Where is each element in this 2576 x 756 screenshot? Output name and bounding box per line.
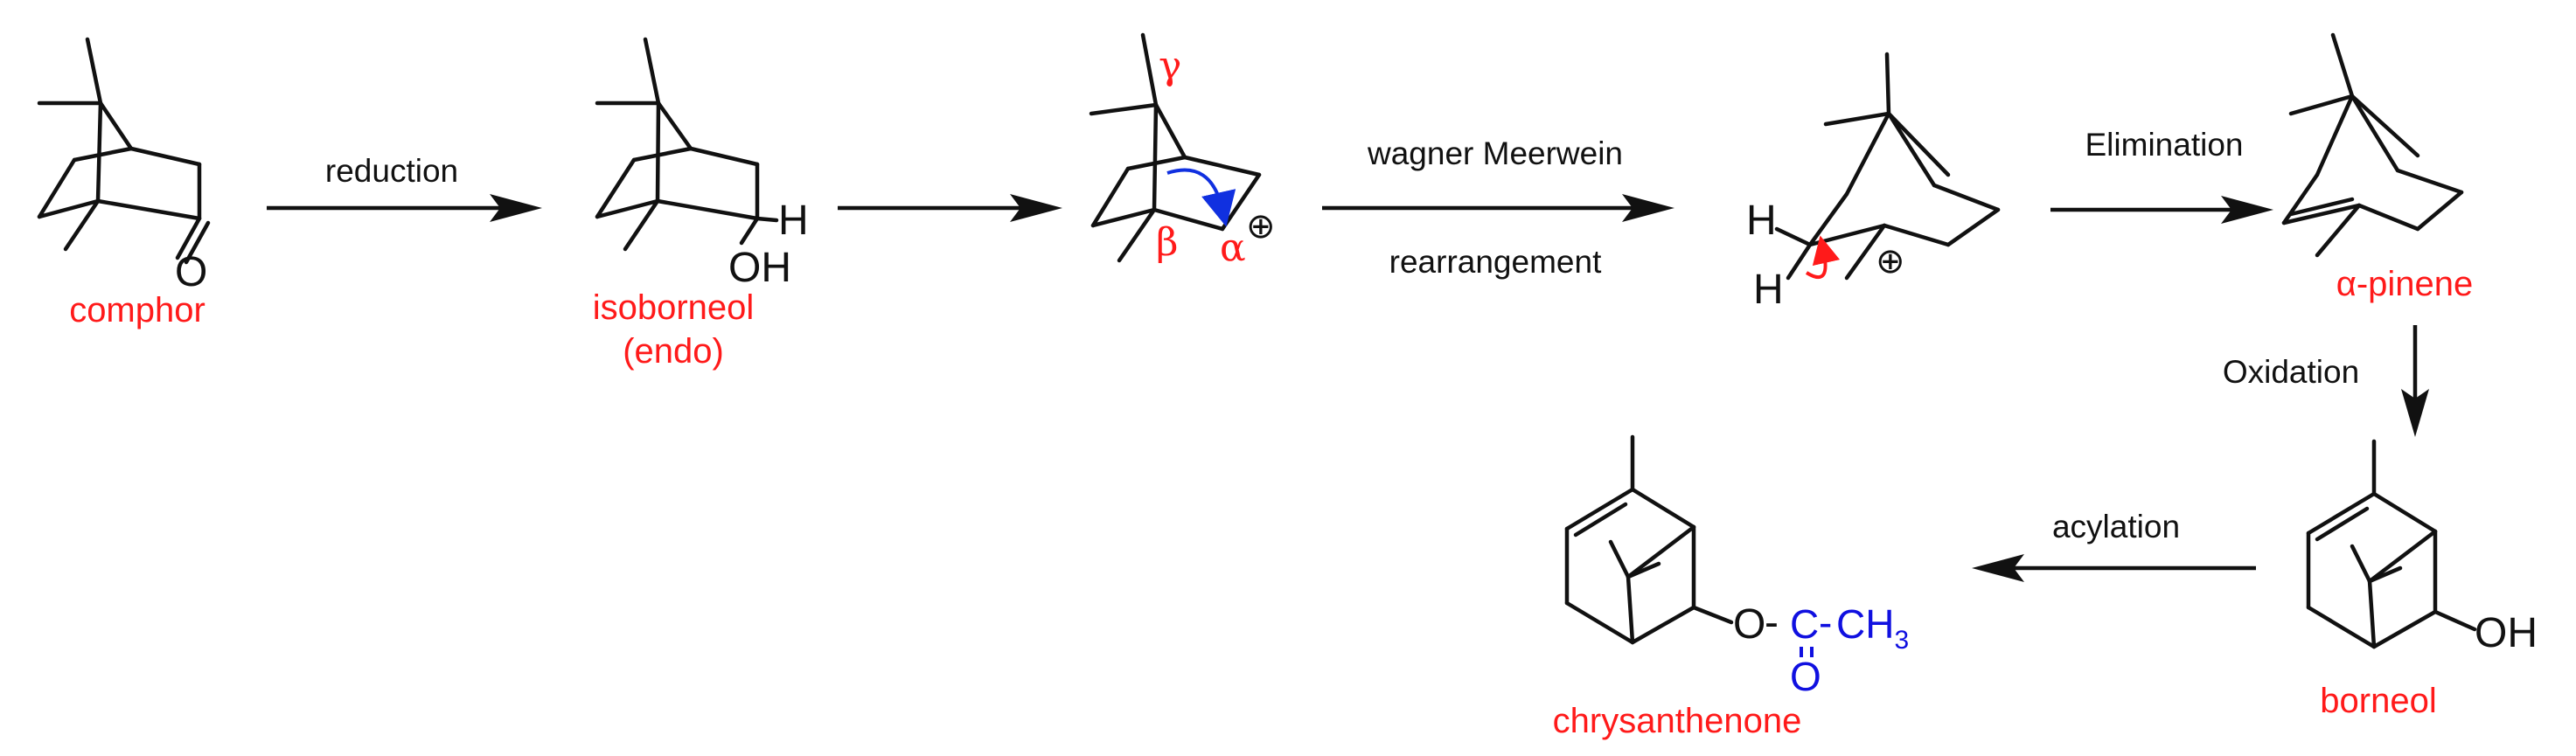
methyl-label: CH3 xyxy=(1836,601,1909,655)
carbocation-2-h2-label: H xyxy=(1753,267,1784,313)
isoborneol-h-label: H xyxy=(778,198,809,244)
carbocation-1-structure: γ β α ⊕ xyxy=(1089,32,1276,270)
step2-arrow xyxy=(838,194,1062,222)
carbonyl-o-label-blue: O xyxy=(1790,654,1821,699)
acyl-c-label: C xyxy=(1790,601,1819,647)
borneol-structure: OH borneol xyxy=(2306,439,2538,720)
alpha-label: α xyxy=(1220,225,1246,270)
oxidation-label: Oxidation xyxy=(2223,354,2359,390)
acylation-label: acylation xyxy=(2052,509,2180,544)
oxidation-arrow: Oxidation xyxy=(2223,325,2429,437)
methyl-subscript: 3 xyxy=(1894,626,1909,655)
reduction-arrow: reduction xyxy=(267,153,542,222)
camphor-structure: O comphor xyxy=(37,37,211,329)
borneol-oh-label: OH xyxy=(2475,610,2538,656)
ester-dash-2: - xyxy=(1819,600,1832,645)
isoborneol-name-endo: (endo) xyxy=(623,332,724,371)
borneol-name: borneol xyxy=(2320,682,2436,720)
elimination-arrow: Elimination xyxy=(2050,127,2273,224)
isoborneol-name: isoborneol xyxy=(593,288,755,327)
acylation-arrow: acylation xyxy=(1972,509,2256,582)
isoborneol-oh-label: OH xyxy=(728,245,791,291)
ester-dash-1: - xyxy=(1765,600,1779,646)
beta-label: β xyxy=(1156,220,1178,265)
carbonyl-o-label: O xyxy=(175,249,207,295)
camphor-name: comphor xyxy=(69,291,205,329)
ester-o-label: O xyxy=(1733,601,1765,648)
chrysanthenone-structure: O - C - CH3 O chrysanthenone xyxy=(1553,434,1909,740)
isoborneol-structure: H OH isoborneol (endo) xyxy=(593,37,809,371)
gamma-label: γ xyxy=(1159,44,1181,88)
carbocation-2-structure: H H ⊕ xyxy=(1746,52,2001,313)
wagner-meerwein-label: wagner Meerwein xyxy=(1367,135,1623,171)
alpha-pinene-structure: α-pinene xyxy=(2281,32,2474,303)
elimination-label: Elimination xyxy=(2085,127,2244,163)
chrysanthenone-name: chrysanthenone xyxy=(1553,702,1802,740)
carbocation-2-h1-label: H xyxy=(1746,198,1777,244)
carbocation-1-charge: ⊕ xyxy=(1246,206,1276,246)
reduction-label: reduction xyxy=(325,153,458,189)
wagner-meerwein-arrow: wagner Meerwein rearrangement xyxy=(1322,135,1674,280)
carbocation-2-charge: ⊕ xyxy=(1876,241,1905,281)
alpha-pinene-name: α-pinene xyxy=(2336,265,2474,303)
rearrangement-label: rearrangement xyxy=(1389,244,1602,280)
